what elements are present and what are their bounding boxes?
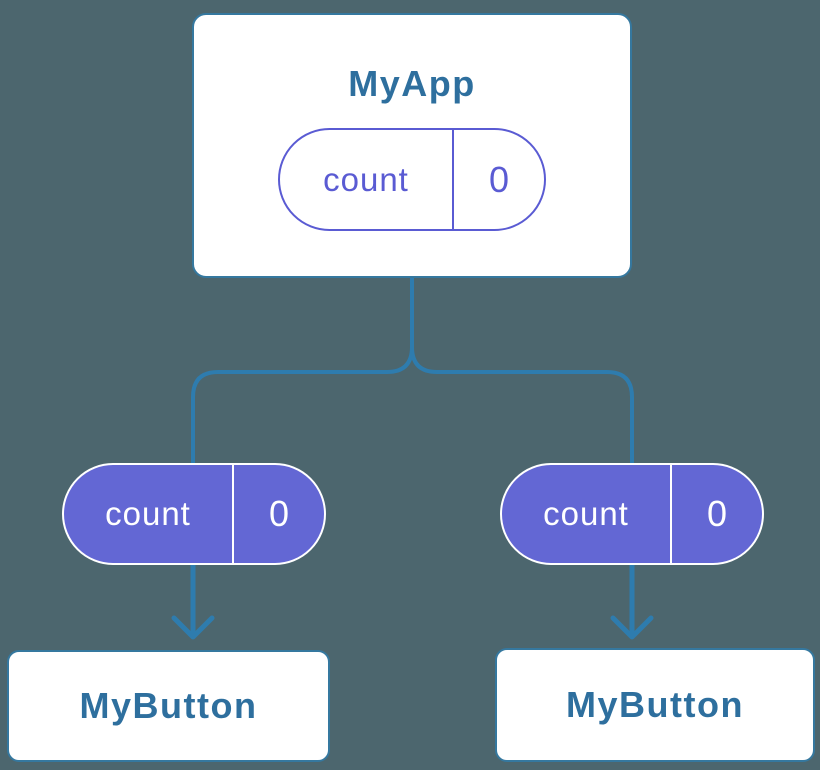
node-mybutton-left: MyButton [7, 650, 330, 762]
state-pill-myapp: count 0 [278, 128, 546, 231]
node-mybutton-right-title: MyButton [566, 684, 744, 725]
arrow-right-head-icon [610, 615, 654, 640]
prop-pill-right-value: 0 [706, 493, 728, 534]
prop-pill-right-name: count [543, 495, 629, 532]
connector-branch-left [191, 278, 414, 463]
state-pill-divider [452, 130, 454, 229]
prop-pill-divider [670, 465, 672, 563]
node-mybutton-right: MyButton [495, 648, 815, 762]
node-myapp [192, 13, 632, 278]
node-mybutton-left-title: MyButton [79, 685, 258, 726]
prop-pill-left-name: count [105, 495, 191, 532]
prop-pill-right: count 0 [500, 463, 764, 565]
state-pill-myapp-value: 0 [488, 158, 510, 200]
arrow-left-head-icon [171, 615, 215, 640]
connector-branch-right [410, 278, 634, 463]
node-myapp-title: MyApp [348, 63, 476, 104]
prop-pill-left: count 0 [62, 463, 326, 565]
state-pill-myapp-name: count [323, 160, 409, 198]
prop-pill-left-value: 0 [268, 493, 290, 534]
prop-pill-divider [232, 465, 234, 563]
